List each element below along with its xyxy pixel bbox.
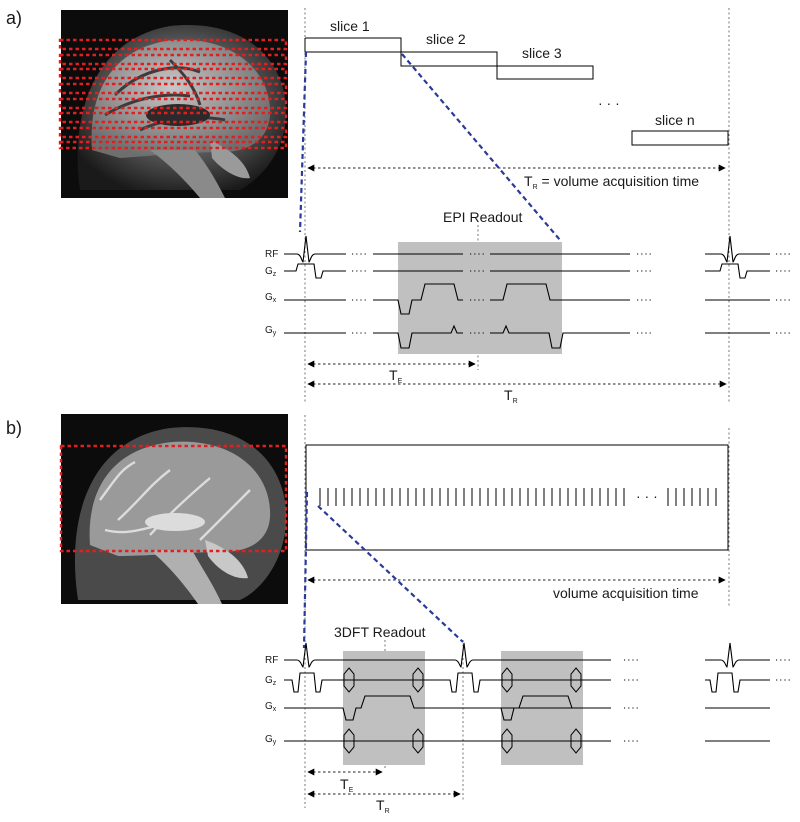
phase-encode-blip <box>412 667 424 693</box>
zoom-guide-left-b <box>302 491 309 649</box>
volume-box-b <box>305 444 729 551</box>
phase-encode-blip <box>570 667 582 693</box>
panel-b-label: b) <box>6 418 22 438</box>
gx-label-a: Gx <box>265 292 277 304</box>
slice-2-label: slice 2 <box>426 31 466 47</box>
slice-3-label: slice 3 <box>522 45 562 61</box>
gy-label-b: Gy <box>265 734 277 746</box>
te-label-b: TE <box>340 776 354 794</box>
readout-ticks-b <box>319 488 717 506</box>
3dft-readout-label: 3DFT Readout <box>334 624 426 640</box>
tr-label-a: TR <box>504 387 518 405</box>
tr-volume-label: TR = volume acquisition time <box>524 173 699 191</box>
mri-sagittal-image-a <box>61 10 288 198</box>
epi-readout-region <box>398 242 562 354</box>
gx-waveform-b <box>284 695 770 721</box>
slab-outline-stack-a <box>58 38 288 150</box>
tick-ellipsis-b: · · · <box>636 488 658 504</box>
rf-label-b: RF <box>265 655 278 666</box>
slice-1-label: slice 1 <box>330 18 370 34</box>
gz-waveform-a <box>284 263 790 279</box>
zoom-guide-left-a <box>298 51 308 233</box>
gz-label-b: Gz <box>265 675 277 687</box>
phase-encode-blip <box>343 667 355 693</box>
slice-staircase <box>304 37 729 146</box>
rf-waveform-b <box>284 642 790 668</box>
phase-encode-blips-b <box>343 667 582 754</box>
gx-waveform-a <box>284 283 790 315</box>
phase-encode-blip <box>570 728 582 754</box>
gy-waveform-a <box>284 324 790 349</box>
phase-encode-blip <box>501 667 513 693</box>
zoom-guide-right-b <box>317 505 464 643</box>
phase-encode-blip <box>412 728 424 754</box>
rf-waveform-a <box>284 235 790 263</box>
3dft-readout-region-1 <box>343 651 425 765</box>
gz-label-a: Gz <box>265 266 277 278</box>
gx-label-b: Gx <box>265 701 277 713</box>
phase-encode-blip <box>343 728 355 754</box>
mri-sagittal-image-b <box>61 414 288 604</box>
te-label-a: TE <box>389 367 403 385</box>
slab-outline-b <box>59 444 288 553</box>
gz-waveform-b <box>284 672 790 693</box>
slice-ellipsis: · · · <box>598 95 620 111</box>
tr-label-b: TR <box>376 797 390 815</box>
gy-label-a: Gy <box>265 325 277 337</box>
volume-time-label-b: volume acquisition time <box>553 585 699 601</box>
epi-readout-label: EPI Readout <box>443 209 522 225</box>
phase-encode-blip <box>501 728 513 754</box>
panel-a-label: a) <box>6 8 22 28</box>
rf-label-a: RF <box>265 249 278 260</box>
zoom-guide-right-a <box>401 53 561 241</box>
slice-n-label: slice n <box>655 112 695 128</box>
